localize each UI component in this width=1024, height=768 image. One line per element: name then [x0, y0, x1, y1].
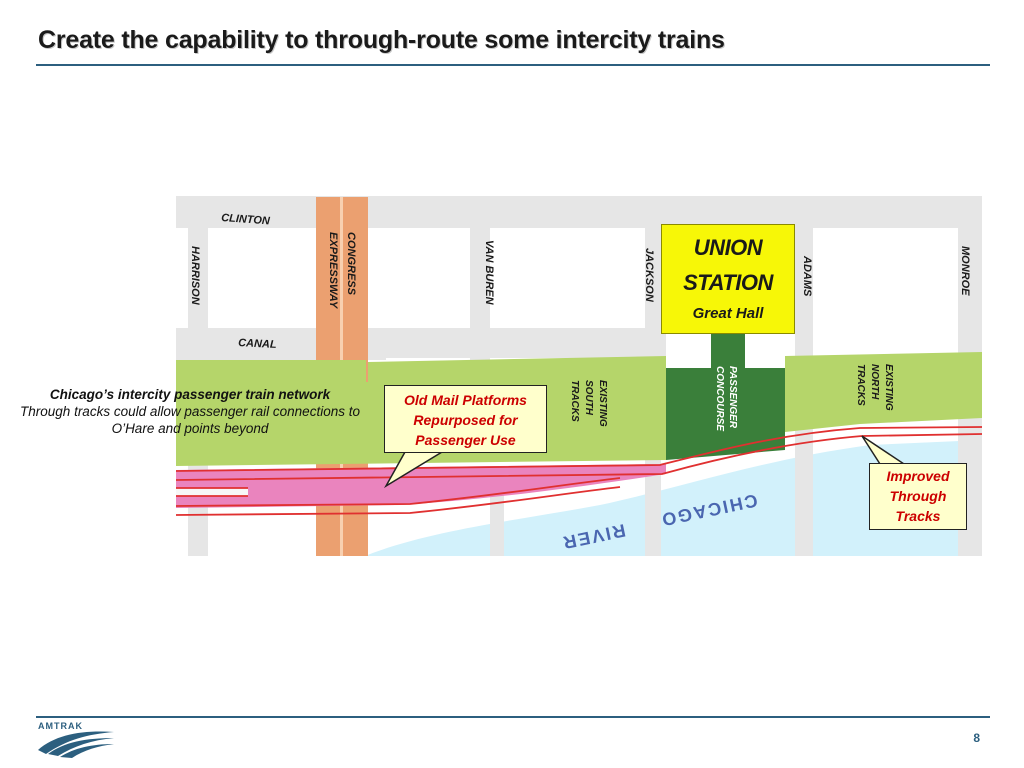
- network-note: Chicago’s intercity passenger train netw…: [10, 386, 370, 437]
- street-van-buren: [470, 196, 490, 366]
- station-name-line2: STATION: [683, 270, 773, 295]
- street-label-jackson: JACKSON: [643, 248, 655, 303]
- street-label-canal: CANAL: [238, 337, 277, 351]
- concourse-stem: [711, 334, 745, 368]
- through-tracks-callout: Improved Through Tracks: [869, 463, 967, 530]
- tracks-callout-line3: Tracks: [895, 508, 941, 524]
- tracks-callout-line1: Improved: [886, 468, 950, 484]
- street-label-clinton: CLINTON: [221, 212, 271, 227]
- station-great-hall: Great Hall: [692, 305, 764, 322]
- north-tracks-label-line3: TRACKS: [855, 364, 866, 406]
- south-tracks-label-line2: SOUTH: [583, 380, 594, 416]
- logo-wordmark: AMTRAK: [38, 721, 83, 731]
- concourse-label-line1: PASSENGER: [727, 366, 738, 429]
- street-label-harrison: HARRISON: [189, 246, 201, 306]
- passenger-concourse: [666, 368, 785, 460]
- tracks-callout-line2: Through: [889, 488, 947, 504]
- network-note-heading: Chicago’s intercity passenger train netw…: [49, 387, 331, 402]
- station-name-line1: UNION: [693, 235, 763, 260]
- through-tracks: [175, 426, 983, 516]
- page-number: 8: [973, 731, 980, 745]
- logo-swoosh-icon: [38, 731, 114, 758]
- south-tracks-label-line1: EXISTING: [597, 380, 608, 427]
- mail-callout-line2: Repurposed for: [413, 412, 518, 428]
- concourse-label-line2: CONCOURSE: [714, 366, 725, 431]
- amtrak-logo: AMTRAK: [38, 721, 114, 758]
- network-note-body: Through tracks could allow passenger rai…: [20, 404, 360, 436]
- street-canal-east: [386, 328, 666, 358]
- mail-callout-line3: Passenger Use: [415, 432, 516, 448]
- south-tracks-label-line3: TRACKS: [569, 380, 580, 422]
- street-label-van-buren: VAN BUREN: [483, 240, 495, 306]
- track-2: [175, 433, 983, 481]
- slide-title: Create the capability to through-route s…: [38, 26, 725, 54]
- platform-stub: [176, 488, 248, 496]
- union-station-label: UNION STATION Great Hall: [661, 224, 795, 334]
- chicago-river: [365, 440, 982, 556]
- mail-callout-line1: Old Mail Platforms: [404, 392, 527, 408]
- mail-platforms-callout: Old Mail Platforms Repurposed for Passen…: [384, 385, 547, 453]
- footer-divider: [36, 716, 990, 718]
- north-platform-area: [785, 352, 982, 432]
- north-tracks-label-line1: EXISTING: [883, 364, 894, 411]
- street-label-adams: ADAMS: [801, 255, 813, 297]
- track-3: [175, 477, 621, 507]
- street-label-monroe: MONROE: [959, 246, 971, 296]
- street-label-expressway: EXPRESSWAY: [327, 232, 339, 310]
- track-4: [175, 486, 621, 516]
- street-label-congress: CONGRESS: [345, 232, 357, 296]
- street-clinton: [176, 196, 982, 228]
- title-divider: [36, 64, 990, 66]
- track-1: [175, 426, 983, 472]
- north-tracks-label-line2: NORTH: [869, 364, 880, 400]
